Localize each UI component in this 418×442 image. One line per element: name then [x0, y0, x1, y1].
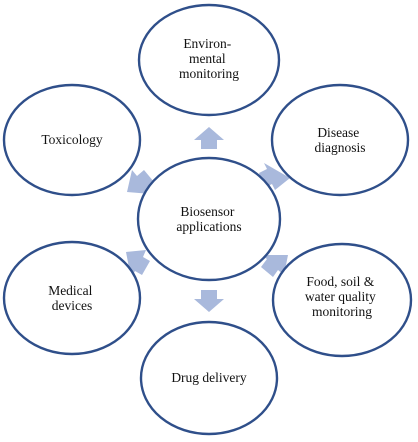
svg-text:Food, soil & water quali: Food, soil & water quality monitoring — [305, 274, 379, 319]
arrow-to-drug — [194, 290, 224, 312]
node-drug-delivery: Drug delivery — [139, 320, 279, 436]
svg-text:Biosensor applications: Biosensor applications — [176, 204, 241, 234]
node-disease: Disease diagnosis — [270, 83, 410, 197]
connector-arrows — [126, 127, 290, 312]
node-toxicology: Toxicology — [2, 83, 142, 197]
node-food: Food, soil & water quality monitoring — [271, 242, 413, 358]
center-label-line-2: applications — [176, 219, 241, 234]
svg-text:Environ- mental mo: Environ- mental monitoring — [179, 36, 239, 81]
center-circle — [136, 156, 282, 282]
center-node: Biosensor applications — [136, 156, 282, 282]
food-label-line-1: Food, soil & — [306, 274, 374, 289]
disease-circle — [270, 83, 410, 197]
medical-devices-circle — [2, 240, 142, 356]
center-label-line-1: Biosensor — [180, 204, 235, 219]
svg-text:Toxicology: Toxicology — [41, 132, 103, 147]
arrow-to-toxicology — [127, 170, 154, 194]
toxicology-circle — [2, 83, 142, 197]
disease-label-line-1: Disease — [317, 125, 359, 140]
environmental-label-line-2: mental — [189, 51, 226, 66]
svg-text:Disease diagnosis: Disease diagnosis — [314, 125, 365, 155]
medical-label-line-2: devices — [52, 298, 92, 313]
arrow-to-environmental — [194, 127, 224, 149]
drug-delivery-circle — [139, 320, 279, 436]
environmental-label-line-3: monitoring — [179, 66, 239, 81]
food-label-line-3: monitoring — [312, 304, 372, 319]
drug-label-line-1: Drug delivery — [171, 370, 247, 385]
toxicology-label-line-1: Toxicology — [41, 132, 103, 147]
environmental-label-line-1: Environ- — [183, 36, 231, 51]
food-label-line-2: water quality — [305, 289, 376, 304]
node-environmental: Environ- mental monitoring — [137, 3, 281, 117]
disease-label-line-2: diagnosis — [314, 140, 365, 155]
medical-label-line-1: Medical — [48, 283, 92, 298]
environmental-circle — [137, 3, 281, 117]
svg-text:Medical devices: Medical devices — [48, 283, 96, 313]
svg-text:Drug delivery: Drug delivery — [171, 370, 247, 385]
food-circle — [271, 242, 413, 358]
node-medical-devices: Medical devices — [2, 240, 142, 356]
